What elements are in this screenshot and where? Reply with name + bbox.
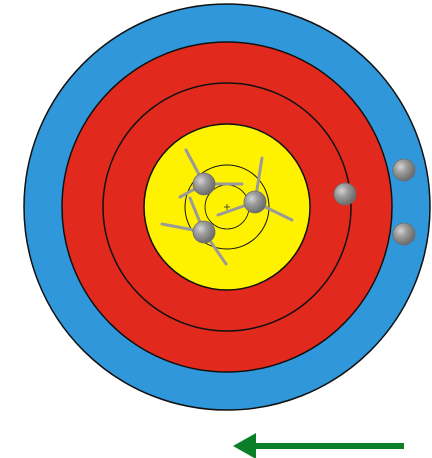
left-arrow-icon <box>233 433 404 458</box>
target-rings <box>24 4 430 410</box>
arrow-hit-6 <box>393 223 415 245</box>
arrow-hit-4 <box>334 183 356 205</box>
arrow-hit-5 <box>393 159 415 181</box>
